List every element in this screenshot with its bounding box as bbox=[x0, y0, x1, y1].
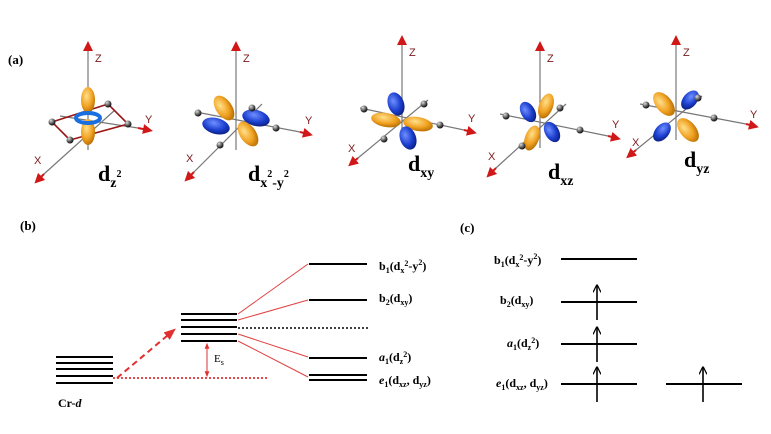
axis-x-label: X bbox=[186, 153, 194, 165]
orbital-dxy: Z Y X bbox=[348, 35, 477, 167]
axis-x-label: X bbox=[34, 155, 42, 167]
axis-x-label: X bbox=[632, 137, 640, 149]
es-label: Es bbox=[214, 353, 224, 367]
label-dxz: dxz bbox=[548, 159, 573, 189]
level-a1-label: a1(dz2) bbox=[379, 350, 411, 366]
axis-z-label: Z bbox=[95, 53, 102, 65]
orbital-dxz: Z Y X bbox=[486, 41, 621, 178]
axis-y-label: Y bbox=[145, 114, 153, 126]
split-levels bbox=[309, 263, 367, 381]
panel-c-label: (c) bbox=[460, 220, 474, 235]
cr-d-levels bbox=[56, 356, 113, 384]
axis-y-label: Y bbox=[612, 119, 620, 131]
axis-y-label: Y bbox=[750, 109, 758, 121]
orbital-dyz: Z Y X bbox=[626, 35, 759, 159]
panel-a-label: (a) bbox=[8, 52, 23, 67]
orbital-dx2-y2: Z Y X bbox=[184, 41, 313, 182]
cr-d-label: Cr-d bbox=[58, 396, 83, 410]
axis-z-label: Z bbox=[243, 53, 250, 65]
label-dyz: dyz bbox=[684, 147, 709, 177]
c-level-b2-label: b2(dxy) bbox=[500, 293, 533, 309]
label-dx2-y2: dx2-y2 bbox=[248, 161, 289, 191]
center-levels bbox=[181, 313, 237, 342]
orbital-dz2: Z Y X bbox=[34, 41, 153, 184]
axis-y-label: Y bbox=[468, 113, 476, 125]
c-level-b1-label: b1(dx2-y2) bbox=[494, 252, 541, 269]
level-e1-label: e1(dxz, dyz) bbox=[379, 373, 431, 389]
axis-x-label: X bbox=[488, 151, 496, 163]
axis-y-label: Y bbox=[305, 115, 313, 127]
label-dxy: dxy bbox=[408, 151, 434, 181]
axis-z-label: Z bbox=[547, 53, 554, 65]
panel-b-label: (b) bbox=[20, 218, 36, 233]
c-level-a1-label: a1(dz2) bbox=[507, 336, 539, 352]
shift-arrow bbox=[116, 328, 176, 379]
level-b1-label: b1(dx2-y2) bbox=[379, 258, 426, 275]
axis-z-label: Z bbox=[409, 47, 416, 59]
level-b2-label: b2(dxy) bbox=[379, 291, 412, 307]
label-dz2: dz2 bbox=[98, 161, 121, 191]
axis-z-label: Z bbox=[683, 47, 690, 59]
correlation-lines bbox=[237, 263, 309, 378]
axis-x-label: X bbox=[348, 143, 356, 155]
c-level-e1-label: e1(dxz, dyz) bbox=[496, 376, 548, 392]
